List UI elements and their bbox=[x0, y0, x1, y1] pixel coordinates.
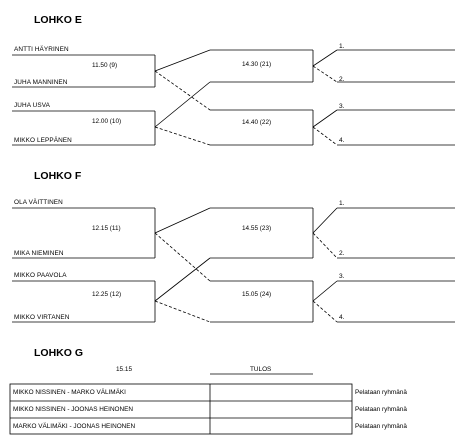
lohko-e-m2-player-bottom: MIKKO LEPPÄNEN bbox=[14, 137, 72, 144]
lohko-f-m1-time: 12.15 (11) bbox=[92, 225, 121, 232]
lohko-e-place-2: 2. bbox=[339, 76, 345, 83]
lohko-e-m1-player-top: ANTTI HÄYRINEN bbox=[14, 46, 69, 53]
lohko-f-place-4: 4. bbox=[339, 314, 345, 321]
lohko-f-m1-player-bottom: MIKA NIEMINEN bbox=[14, 250, 64, 257]
lohko-e-m1-time: 11.50 (9) bbox=[92, 62, 118, 69]
lohko-e-m2-player-top: JUHA USVA bbox=[14, 102, 50, 109]
lohko-f-title: LOHKO F bbox=[34, 170, 82, 182]
lohko-f-m4-time: 15.05 (24) bbox=[242, 291, 272, 298]
lohko-f-m2-player-top: MIKKO PAAVOLA bbox=[14, 272, 67, 279]
lohko-f-m2-time: 12.25 (12) bbox=[92, 291, 122, 298]
lohko-g-table-lines bbox=[9, 373, 353, 435]
lohko-g-row-2-note: Pelataan ryhmänä bbox=[355, 406, 407, 413]
lohko-e-m1-player-bottom: JUHA MANNINEN bbox=[14, 79, 68, 86]
lohko-e-place-3: 3. bbox=[339, 103, 345, 110]
lohko-f-place-3: 3. bbox=[339, 273, 345, 280]
lohko-e-m3-time: 14.30 (21) bbox=[242, 61, 272, 68]
lohko-g-result-header: TULOS bbox=[250, 366, 272, 373]
lohko-g-row-2-match: MIKKO NISSINEN - JOONAS HEINONEN bbox=[13, 406, 134, 413]
lohko-g-row-3-note: Pelataan ryhmänä bbox=[355, 423, 407, 430]
lohko-e-title: LOHKO E bbox=[34, 14, 82, 26]
lohko-e-m2-time: 12.00 (10) bbox=[92, 118, 122, 125]
lohko-e-m4-time: 14.40 (22) bbox=[242, 119, 272, 126]
lohko-f-m1-player-top: OLA VÄITTINEN bbox=[14, 199, 63, 206]
lohko-f-lines bbox=[12, 207, 455, 323]
lohko-g-title: LOHKO G bbox=[34, 347, 83, 359]
lohko-e-lines bbox=[12, 49, 455, 146]
lohko-g-row-1-match: MIKKO NISSINEN - MARKO VÄLIMÄKI bbox=[13, 389, 126, 396]
lohko-f-place-2: 2. bbox=[339, 250, 345, 257]
lohko-f-place-1: 1. bbox=[339, 200, 345, 207]
lohko-g-time: 15.15 bbox=[116, 366, 132, 373]
lohko-g-row-1-note: Pelataan ryhmänä bbox=[355, 389, 407, 396]
lohko-g-row-3-match: MARKO VÄLIMÄKI - JOONAS HEINONEN bbox=[13, 423, 136, 430]
lohko-f-m3-time: 14.55 (23) bbox=[242, 225, 272, 232]
lohko-f-m2-player-bottom: MIKKO VIRTANEN bbox=[14, 314, 70, 321]
lohko-e-place-1: 1. bbox=[339, 43, 345, 50]
lohko-e-place-4: 4. bbox=[339, 137, 345, 144]
